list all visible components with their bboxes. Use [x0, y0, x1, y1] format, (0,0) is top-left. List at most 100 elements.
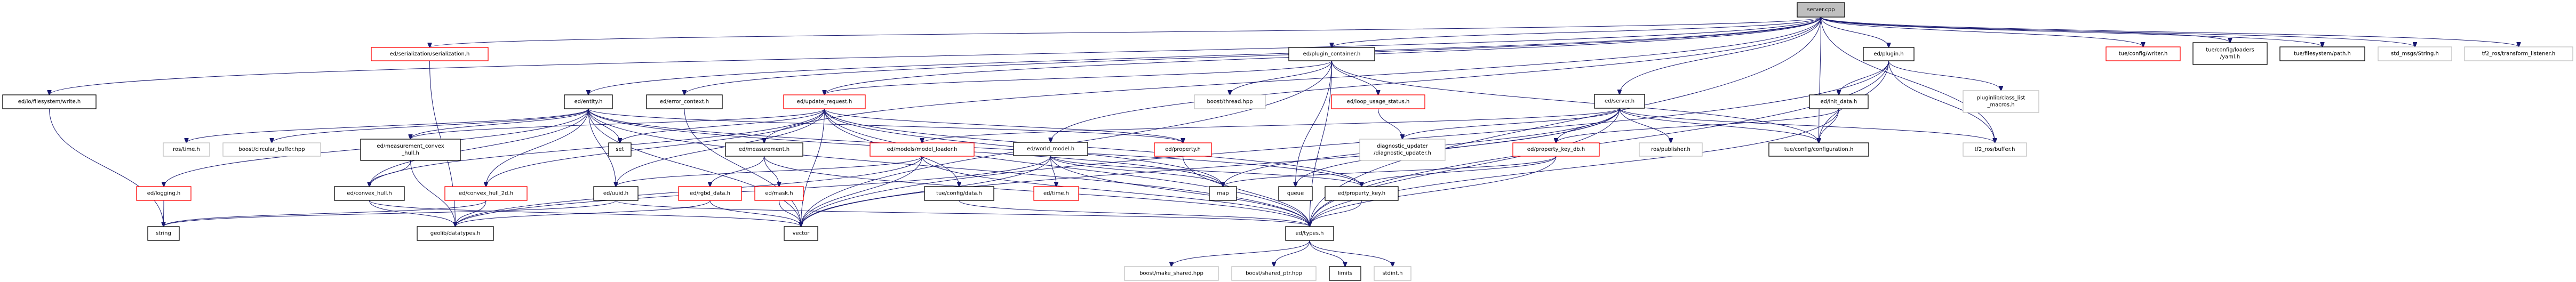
edge-server_h-to-buffer_h	[1619, 108, 1995, 143]
node-convex-hull-2d-h[interactable]: ed/convex_hull_2d.h	[444, 186, 528, 201]
node-loop-usage-status-h[interactable]: ed/loop_usage_status.h	[1331, 94, 1425, 109]
node-label: ed/error_context.h	[660, 99, 709, 105]
node-convex-hull-h[interactable]: ed/convex_hull.h	[334, 186, 405, 201]
node-plugin-h[interactable]: ed/plugin.h	[1863, 47, 1915, 61]
node-label: ed/init_data.h	[1821, 99, 1857, 105]
edge-plugin_container_h-to-thread_hpp	[1230, 60, 1332, 95]
node-string[interactable]: string	[147, 226, 180, 241]
node-limits[interactable]: limits	[1329, 266, 1361, 281]
node-diagnostic-updater-h: diagnostic_updater/diagnostic_updater.h	[1359, 139, 1446, 161]
edge-update_request_h-to-convex_hull_2d_h	[486, 108, 825, 187]
edge-server_cpp-to-server_h	[1620, 17, 1821, 94]
node-map[interactable]: map	[1209, 186, 1237, 201]
node-property-h[interactable]: ed/property.h	[1154, 142, 1212, 157]
node-box	[1231, 266, 1317, 281]
node-box	[163, 142, 210, 157]
edge-server_cpp-to-string_msg_h	[1821, 17, 2415, 47]
node-box	[1639, 142, 1703, 157]
edge-model_loader_h-to-vector	[801, 156, 922, 227]
node-writer-h[interactable]: tue/config/writer.h	[2106, 46, 2181, 61]
edge-update_request_h-to-uuid_h	[616, 108, 825, 187]
node-label: ed/mask.h	[765, 191, 793, 197]
node-label: ros/time.h	[173, 147, 200, 152]
node-set[interactable]: set	[608, 142, 632, 157]
node-transform-listener-h: tf2_ros/transform_listener.h	[2464, 46, 2573, 61]
node-path-h[interactable]: tue/filesystem/path.h	[2279, 46, 2365, 61]
node-mask-h[interactable]: ed/mask.h	[754, 186, 804, 201]
node-yaml-h[interactable]: tue/config/loaders/yaml.h	[2192, 42, 2268, 65]
node-property-key-db-h[interactable]: ed/property_key_db.h	[1512, 142, 1600, 157]
edge-world_model_h-to-types_h	[1050, 155, 1310, 227]
node-box	[870, 142, 975, 157]
edge-convex_hull_2d_h-to-string	[164, 200, 487, 227]
edge-config_data_h-to-types_h	[959, 200, 1310, 227]
edge-world_model_h-to-time_h	[1050, 155, 1057, 187]
node-box	[1594, 94, 1645, 109]
node-box	[1013, 142, 1088, 156]
node-box	[1194, 94, 1266, 109]
node-queue[interactable]: queue	[1278, 186, 1313, 201]
edge-error_context_h-to-vector	[684, 108, 801, 227]
node-label: std_msgs/String.h	[2391, 51, 2439, 57]
edge-plugin_h-to-vector	[801, 60, 1889, 227]
edge-types_h-to-shared_ptr_hpp	[1274, 240, 1310, 267]
edge-uuid_h-to-types_h	[616, 200, 1310, 227]
node-ros-publisher-h: ros/publisher.h	[1639, 142, 1703, 157]
node-label: boost/circular_buffer.hpp	[238, 147, 305, 152]
node-box	[2106, 46, 2181, 61]
node-types-h[interactable]: ed/types.h	[1285, 226, 1334, 241]
node-buffer-h: tf2_ros/buffer.h	[1963, 142, 2027, 157]
node-configuration-h[interactable]: tue/config/configuration.h	[1768, 142, 1869, 157]
node-label: tue/filesystem/path.h	[2294, 51, 2351, 57]
edge-update_request_h-to-measurement_convex_hull_h	[411, 108, 825, 139]
node-server-cpp[interactable]: server.cpp	[1797, 2, 1845, 18]
node-property-key-h[interactable]: ed/property_key.h	[1325, 186, 1399, 201]
node-model-loader-h[interactable]: ed/models/model_loader.h	[870, 142, 975, 157]
node-box	[1331, 94, 1425, 109]
node-serialization-h[interactable]: ed/serialization/serialization.h	[371, 47, 489, 61]
edge-entity_h-to-set	[588, 108, 620, 143]
node-box	[147, 226, 180, 241]
node-write-h[interactable]: ed/io/filesystem/write.h	[2, 94, 97, 109]
node-box	[564, 94, 613, 109]
edge-update_request_h-to-vector	[801, 108, 825, 227]
node-world-model-h[interactable]: ed/world_model.h	[1013, 142, 1088, 156]
node-server-h[interactable]: ed/server.h	[1594, 94, 1645, 109]
node-datatypes-h[interactable]: geolib/datatypes.h	[417, 226, 494, 241]
node-entity-h[interactable]: ed/entity.h	[564, 94, 613, 109]
node-vector[interactable]: vector	[784, 226, 818, 241]
edge-rgbd_data_h-to-vector	[709, 200, 801, 227]
edge-world_model_h-to-property_key_h	[1050, 155, 1362, 187]
edge-plugin_h-to-init_data_h	[1839, 60, 1889, 95]
node-uuid-h[interactable]: ed/uuid.h	[593, 186, 639, 201]
edge-entity_h-to-property_h	[588, 108, 1183, 143]
node-label: string	[156, 231, 171, 237]
edge-rgbd_data_h-to-datatypes_h	[456, 200, 711, 227]
node-measurement-h[interactable]: ed/measurement.h	[725, 142, 803, 157]
edge-init_data_h-to-configuration_h	[1819, 108, 1839, 143]
node-error-context-h[interactable]: ed/error_context.h	[646, 94, 723, 109]
node-label: ed/rgbd_data.h	[690, 191, 730, 197]
node-time-h[interactable]: ed/time.h	[1033, 186, 1079, 201]
node-label: ed/plugin_container.h	[1303, 51, 1361, 57]
edge-server_cpp-to-error_context_h	[684, 17, 1821, 95]
node-box	[924, 186, 994, 201]
node-init-data-h[interactable]: ed/init_data.h	[1809, 94, 1869, 109]
node-stdint-h: stdint.h	[1374, 266, 1411, 281]
node-update-request-h[interactable]: ed/update_request.h	[783, 94, 866, 109]
node-logging-h[interactable]: ed/logging.h	[136, 186, 192, 201]
node-box	[725, 142, 803, 157]
node-rgbd-data-h[interactable]: ed/rgbd_data.h	[678, 186, 742, 201]
node-config-data-h[interactable]: tue/config/data.h	[924, 186, 994, 201]
node-plugin-container-h[interactable]: ed/plugin_container.h	[1288, 47, 1375, 61]
node-box	[222, 142, 321, 157]
node-measurement-convex-hull-h[interactable]: ed/measurement_convex_hull.h	[360, 139, 461, 161]
node-label: ed/io/filesystem/write.h	[18, 99, 81, 105]
node-box	[1863, 47, 1915, 61]
node-label: ed/property.h	[1165, 147, 1201, 152]
node-label: ed/logging.h	[147, 191, 180, 197]
node-label: ed/update_request.h	[797, 99, 852, 105]
edge-measurement_convex_hull_h-to-convex_hull_h	[370, 160, 411, 187]
